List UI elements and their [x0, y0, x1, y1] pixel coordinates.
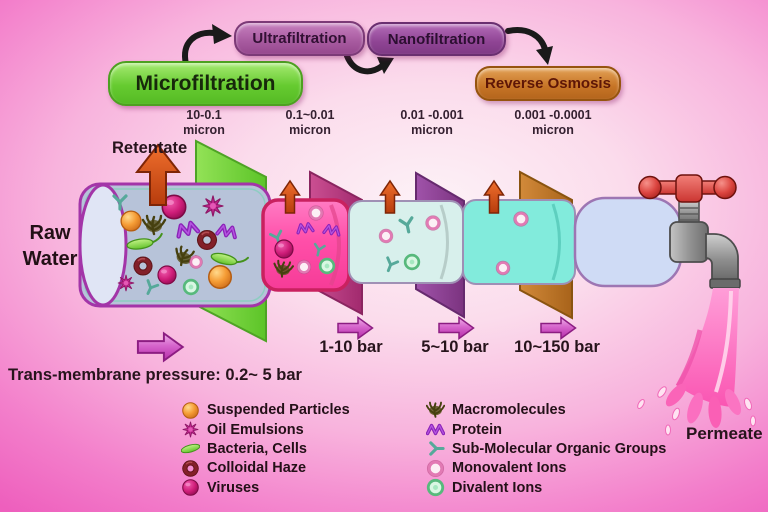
legend-label: Oil Emulsions	[207, 421, 304, 438]
protein-icon	[426, 423, 445, 436]
curved-arrow-icon	[505, 27, 548, 52]
legend-item-viruses: Viruses	[181, 479, 350, 497]
right-arrow-icon	[337, 316, 374, 340]
permeate-water-splash	[637, 288, 756, 436]
stage-box-reverse-osmosis: Reverse Osmosis	[475, 66, 621, 101]
sequence-arrows	[182, 24, 553, 75]
legend-label: Divalent Ions	[452, 479, 543, 496]
right-arrow-icon	[136, 332, 184, 362]
legend-label: Suspended Particles	[207, 402, 350, 419]
monovalent-ion-icon	[307, 204, 325, 222]
legend-label: Colloidal Haze	[207, 460, 307, 477]
virus-icon	[274, 239, 294, 259]
stage-box-microfiltration: Microfiltration	[108, 61, 303, 106]
oil-emulsion-icon	[182, 421, 199, 438]
pipe-inlet-cap	[78, 183, 128, 307]
stage-box-ultrafiltration: Ultrafiltration	[234, 21, 365, 56]
ultrafiltered-segment	[348, 200, 464, 284]
suspended-particle-icon	[182, 401, 199, 419]
monovalent-ion-icon	[378, 228, 394, 244]
legend-label: Monovalent Ions	[452, 460, 567, 477]
retentate-arrows	[134, 143, 505, 214]
faucet	[638, 174, 741, 289]
monovalent-ion-icon	[424, 214, 442, 232]
retentate-label: Retentate	[112, 139, 188, 157]
stage-label: Reverse Osmosis	[485, 75, 611, 92]
divalent-ion-icon	[403, 253, 421, 271]
legend-column-right: Macromolecules Protein Sub-Molecular Org…	[426, 401, 666, 497]
stage-label: Ultrafiltration	[252, 30, 347, 47]
legend-item-bacteria-cells: Bacteria, Cells	[181, 439, 350, 457]
right-arrow-icon	[540, 316, 577, 340]
divalent-ion-icon	[318, 257, 336, 275]
sub-molecular-organic-group-icon	[429, 441, 445, 457]
permeate-segment	[573, 196, 683, 288]
divalent-ion-icon	[426, 479, 445, 497]
legend-label: Protein	[452, 421, 502, 438]
faucet-handle	[638, 174, 737, 203]
curved-arrow-icon	[344, 53, 385, 75]
stage-label: Microfiltration	[135, 71, 276, 95]
stage-box-nanofiltration: Nanofiltration	[367, 22, 506, 56]
legend-label: Viruses	[207, 479, 260, 496]
monovalent-ion-icon	[426, 458, 445, 478]
oil-emulsion-icon	[202, 195, 224, 217]
trans-membrane-pressure-label: Trans-membrane pressure: 0.2~ 5 bar	[8, 366, 302, 384]
permeate-label: Permeate	[686, 424, 763, 443]
pressure-label-reverse-osmosis: 10~150 bar	[514, 338, 600, 356]
virus-icon	[157, 265, 177, 285]
legend-item-colloidal-haze: Colloidal Haze	[181, 459, 350, 477]
legend-item-protein: Protein	[426, 421, 666, 438]
macromolecule-icon	[426, 401, 445, 418]
legend-item-macromolecules: Macromolecules	[426, 401, 666, 419]
legend-item-monovalent-ions: Monovalent Ions	[426, 458, 666, 478]
pressure-label-ultrafiltration: 1-10 bar	[319, 338, 383, 356]
monovalent-ion-icon	[512, 210, 530, 228]
legend-item-sub-molecular-organic-groups: Sub-Molecular Organic Groups	[426, 441, 666, 457]
monovalent-ion-icon	[296, 259, 312, 275]
monovalent-ion-icon	[495, 260, 511, 276]
divalent-ion-icon	[182, 278, 200, 296]
stage-label: Nanofiltration	[387, 30, 486, 48]
faucet-spout	[705, 233, 739, 281]
pressure-label-nanofiltration: 5~10 bar	[421, 338, 489, 356]
faucet-valve-body	[669, 221, 709, 263]
monovalent-ion-icon	[188, 254, 204, 270]
legend-item-divalent-ions: Divalent Ions	[426, 479, 666, 497]
bacteria-icon	[181, 439, 200, 456]
legend-item-oil-emulsions: Oil Emulsions	[181, 421, 350, 438]
colloidal-haze-icon	[182, 459, 199, 477]
oil-emulsion-icon	[117, 274, 135, 292]
suspended-particle-icon	[208, 265, 232, 289]
legend-label: Bacteria, Cells	[207, 440, 307, 457]
suspended-particle-icon	[120, 210, 142, 232]
legend-label: Macromolecules	[452, 402, 566, 419]
legend-item-suspended-particles: Suspended Particles	[181, 401, 350, 419]
legend-column-left: Suspended Particles Oil Emulsions Bacter…	[181, 401, 350, 497]
retentate-arrow	[134, 143, 182, 206]
virus-icon	[182, 479, 199, 497]
raw-water-label: Raw Water	[22, 222, 78, 270]
curved-arrow-icon	[182, 29, 217, 67]
legend-label: Sub-Molecular Organic Groups	[452, 440, 667, 457]
right-arrow-icon	[438, 316, 475, 340]
